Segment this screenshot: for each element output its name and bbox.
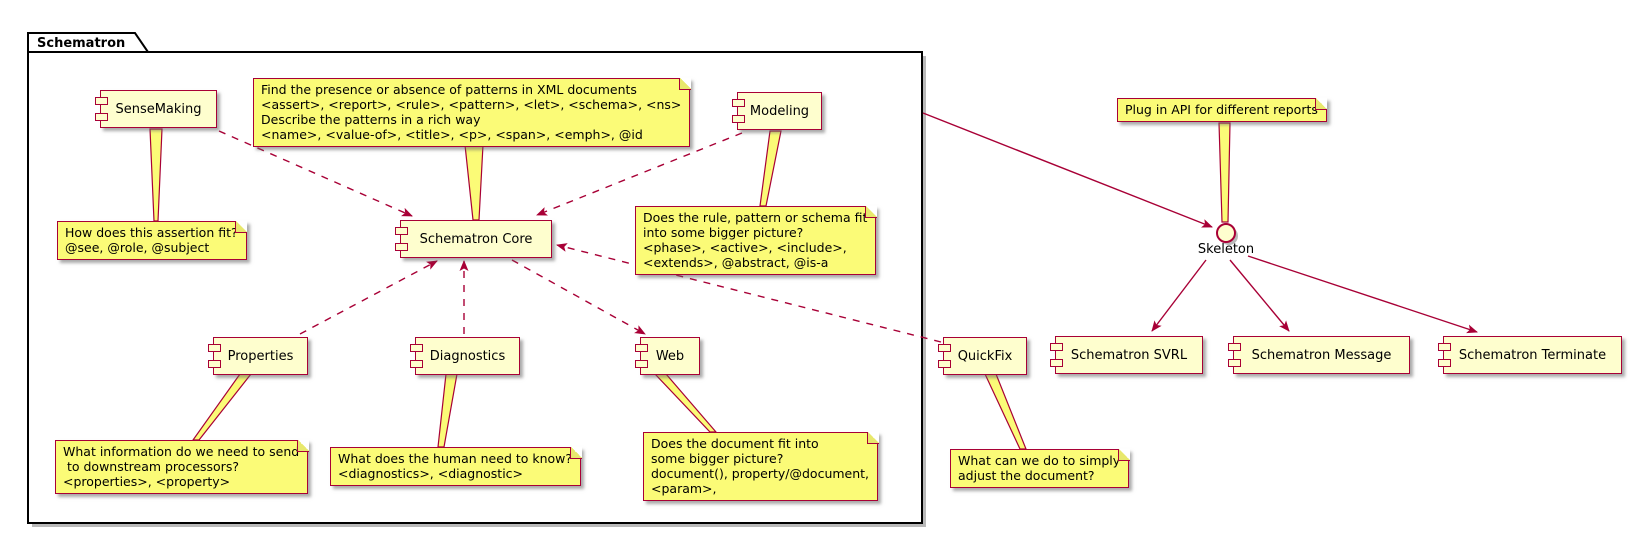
note-line: adjust the document? xyxy=(958,468,1095,483)
note-line: <extends>, @abstract, @is-a xyxy=(643,255,829,270)
component-quickfix: QuickFix xyxy=(938,337,1027,375)
note-line: <properties>, <property> xyxy=(63,474,231,489)
component-web: Web xyxy=(635,337,700,375)
component-label: QuickFix xyxy=(957,348,1013,364)
link-quickfix-note xyxy=(984,373,1027,450)
note-sensemaking: How does this assertion fit? @see, @role… xyxy=(57,220,247,260)
note-line: What information do we need to send xyxy=(63,444,300,459)
note-line: What does the human need to know? xyxy=(338,451,573,466)
note-web: Does the document fit into some bigger p… xyxy=(643,431,879,501)
note-line: document(), property/@document, xyxy=(651,466,870,481)
note-diagnostics: What does the human need to know? <diagn… xyxy=(330,446,582,486)
note-line: How does this assertion fit? xyxy=(65,225,238,240)
note-line: Describe the patterns in a rich way xyxy=(261,112,481,127)
note-quickfix: What can we do to simply adjust the docu… xyxy=(950,448,1130,488)
arrow-skeleton-to-message xyxy=(1229,259,1290,332)
note-modeling: Does the rule, pattern or schema fit int… xyxy=(635,205,878,275)
component-label: Schematron Core xyxy=(419,231,533,247)
note-line: some bigger picture? xyxy=(651,451,784,466)
component-schematron-svrl: Schematron SVRL xyxy=(1050,336,1203,374)
arrow-skeleton-to-svrl xyxy=(1151,259,1207,332)
component-properties: Properties xyxy=(208,337,308,375)
component-label: Schematron SVRL xyxy=(1070,347,1188,363)
component-label: Properties xyxy=(227,348,294,364)
note-line: Find the presence or absence of patterns… xyxy=(261,82,637,97)
component-modeling: Modeling xyxy=(732,92,822,130)
arrow-quickfix-to-core xyxy=(556,243,942,343)
arrow-core-to-web xyxy=(511,259,646,335)
component-schematron-message: Schematron Message xyxy=(1228,336,1410,374)
note-line: What can we do to simply xyxy=(958,453,1121,468)
component-label: Modeling xyxy=(749,103,810,119)
note-line: to downstream processors? xyxy=(63,459,239,474)
component-sensemaking: SenseMaking xyxy=(95,90,217,128)
component-label: SenseMaking xyxy=(115,101,202,117)
arrow-modeling-to-core xyxy=(536,132,743,216)
note-line: into some bigger picture? xyxy=(643,225,804,240)
package-title: Schematron xyxy=(37,36,126,51)
skeleton-interface-icon xyxy=(1216,223,1238,245)
note-line: Plug in API for different reports xyxy=(1125,102,1318,117)
note-line: Does the document fit into xyxy=(651,436,819,451)
component-label: Schematron Terminate xyxy=(1458,347,1607,363)
arrow-properties-to-core xyxy=(299,260,438,335)
note-line: <name>, <value-of>, <title>, <p>, <span>… xyxy=(261,127,643,142)
component-label: Web xyxy=(655,348,685,364)
link-plugin-skeleton xyxy=(1218,122,1231,223)
arrow-package-to-skeleton xyxy=(922,112,1213,228)
note-line: <diagnostics>, <diagnostic> xyxy=(338,466,524,481)
note-line: <assert>, <report>, <rule>, <pattern>, <… xyxy=(261,97,682,112)
skeleton-label: Skeleton xyxy=(1197,242,1255,257)
note-plugin-api: Plug in API for different reports xyxy=(1117,97,1328,122)
note-line: @see, @role, @subject xyxy=(65,240,210,255)
arrow-skeleton-to-terminate xyxy=(1247,255,1478,334)
note-line: <param>, xyxy=(651,481,717,496)
note-line: <phase>, <active>, <include>, xyxy=(643,240,847,255)
note-properties: What information do we need to send to d… xyxy=(55,439,309,494)
component-diagnostics: Diagnostics xyxy=(410,337,520,375)
component-label: Diagnostics xyxy=(429,348,506,364)
component-schematron-core: Schematron Core xyxy=(395,220,552,258)
component-schematron-terminate: Schematron Terminate xyxy=(1438,336,1622,374)
note-core-patterns: Find the presence or absence of patterns… xyxy=(253,77,692,147)
component-label: Schematron Message xyxy=(1251,347,1392,363)
note-line: Does the rule, pattern or schema fit xyxy=(643,210,868,225)
